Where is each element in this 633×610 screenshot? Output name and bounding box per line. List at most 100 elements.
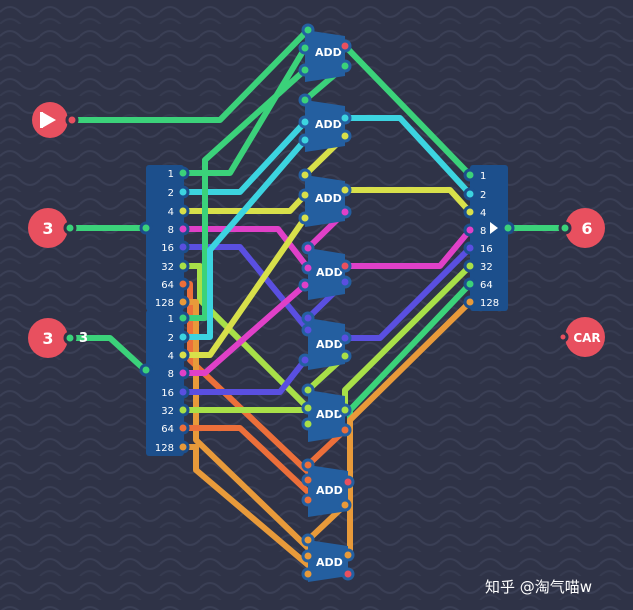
pin-a-64[interactable] bbox=[176, 277, 190, 291]
splitter-b-bit-32: 32 bbox=[161, 406, 174, 417]
adder-2[interactable]: ADD bbox=[298, 93, 352, 152]
wire-a32[interactable] bbox=[180, 263, 311, 411]
pin-c-1[interactable] bbox=[463, 168, 477, 182]
splitter-b-bit-16: 16 bbox=[161, 388, 174, 399]
input-a-value: 3 bbox=[42, 219, 53, 238]
carry-node[interactable]: CAR bbox=[557, 317, 605, 357]
adder-8[interactable]: ADD bbox=[301, 533, 355, 582]
pin-a-8[interactable] bbox=[176, 222, 190, 236]
combiner-bit-16: 16 bbox=[480, 244, 493, 255]
adder-1-label: ADD bbox=[315, 46, 342, 59]
output-value: 6 bbox=[581, 219, 592, 238]
wire-a8[interactable] bbox=[180, 226, 311, 271]
splitter-a-bit-4: 4 bbox=[168, 207, 174, 218]
wire-b16[interactable] bbox=[180, 357, 308, 395]
wire-b4[interactable] bbox=[180, 215, 308, 358]
pin-c-8[interactable] bbox=[463, 223, 477, 237]
adder-5[interactable]: ADD bbox=[298, 311, 352, 370]
pin-b-64[interactable] bbox=[176, 421, 190, 435]
combiner-bit-8: 8 bbox=[480, 226, 486, 237]
wire-b8[interactable] bbox=[180, 282, 308, 376]
wire-b64[interactable] bbox=[180, 425, 311, 495]
play-bar-icon bbox=[40, 112, 43, 128]
wire-b1[interactable] bbox=[180, 67, 308, 321]
pin-c-2[interactable] bbox=[463, 187, 477, 201]
adder-4-label: ADD bbox=[316, 266, 343, 279]
output-node[interactable]: 6 bbox=[558, 208, 605, 248]
input-node-a[interactable]: 3 bbox=[28, 208, 77, 248]
splitter-a-bit-2: 2 bbox=[168, 188, 174, 199]
adders[interactable]: ADD ADD ADD ADD bbox=[298, 23, 355, 582]
adder-3-label: ADD bbox=[315, 192, 342, 205]
pin-a-128[interactable] bbox=[176, 295, 190, 309]
splitter-b[interactable]: 1 2 4 8 16 32 64 128 bbox=[139, 310, 190, 456]
wire-s8[interactable] bbox=[342, 227, 473, 269]
play-icon bbox=[42, 112, 56, 128]
combiner-bit-4: 4 bbox=[480, 208, 486, 219]
wire-s1[interactable] bbox=[342, 43, 473, 178]
play-node[interactable] bbox=[32, 102, 79, 138]
splitter-b-bit-8: 8 bbox=[168, 369, 174, 380]
input-node-b[interactable]: 3 3 bbox=[28, 318, 88, 358]
pin-c-128[interactable] bbox=[463, 295, 477, 309]
pin-b-16[interactable] bbox=[176, 385, 190, 399]
splitter-a-bit-16: 16 bbox=[161, 243, 174, 254]
pin-b-32[interactable] bbox=[176, 403, 190, 417]
adder-2-label: ADD bbox=[315, 118, 342, 131]
adder-4[interactable]: ADD bbox=[298, 241, 352, 300]
wire-input-b[interactable] bbox=[67, 335, 148, 373]
pin-c-out[interactable] bbox=[501, 221, 515, 235]
adder-3[interactable]: ADD bbox=[298, 168, 352, 227]
adder-6[interactable]: ADD bbox=[301, 383, 352, 442]
wire-s16[interactable] bbox=[342, 245, 473, 341]
pin-b-128[interactable] bbox=[176, 440, 190, 454]
adder-8-label: ADD bbox=[316, 556, 343, 569]
pin-c-4[interactable] bbox=[463, 205, 477, 219]
combiner-bit-2: 2 bbox=[480, 190, 486, 201]
pin-a-in[interactable] bbox=[139, 221, 153, 235]
combiner-bit-32: 32 bbox=[480, 262, 493, 273]
pin-b-2[interactable] bbox=[176, 330, 190, 344]
wire-s2[interactable] bbox=[342, 115, 473, 197]
adder-7[interactable]: ADD bbox=[301, 458, 355, 517]
splitter-a[interactable]: 1 2 4 8 16 32 64 128 bbox=[139, 165, 190, 311]
wire-b2[interactable] bbox=[180, 137, 308, 340]
pin-b-1[interactable] bbox=[176, 311, 190, 325]
wire-a4[interactable] bbox=[180, 192, 308, 214]
splitter-a-bit-1: 1 bbox=[168, 169, 174, 180]
splitter-a-bit-64: 64 bbox=[161, 280, 174, 291]
pin-c-64[interactable] bbox=[463, 277, 477, 291]
splitter-b-bit-64: 64 bbox=[161, 424, 174, 435]
pin-b-4[interactable] bbox=[176, 348, 190, 362]
pin-a-1[interactable] bbox=[176, 166, 190, 180]
adder-7-label: ADD bbox=[316, 484, 343, 497]
watermark: 知乎 @淘气喵w bbox=[485, 578, 592, 596]
splitter-a-bit-8: 8 bbox=[168, 225, 174, 236]
carry-label: CAR bbox=[573, 331, 600, 345]
combiner-bit-64: 64 bbox=[480, 280, 493, 291]
pin-c-32[interactable] bbox=[463, 259, 477, 273]
splitter-b-bit-2: 2 bbox=[168, 333, 174, 344]
wire-s4[interactable] bbox=[342, 187, 473, 215]
combiner-arrow-icon bbox=[490, 222, 498, 234]
adder-1[interactable]: ADD bbox=[298, 23, 352, 82]
pin-c-16[interactable] bbox=[463, 241, 477, 255]
pin-b-in[interactable] bbox=[139, 363, 153, 377]
splitter-a-bit-32: 32 bbox=[161, 262, 174, 273]
splitter-b-bit-4: 4 bbox=[168, 351, 174, 362]
splitter-b-bit-128: 128 bbox=[155, 443, 174, 454]
wires[interactable] bbox=[67, 27, 571, 568]
pin-a-16[interactable] bbox=[176, 240, 190, 254]
input-b-wire-label: 3 bbox=[79, 331, 88, 346]
combiner-bit-128: 128 bbox=[480, 298, 499, 309]
pin-a-2[interactable] bbox=[176, 185, 190, 199]
adder-5-label: ADD bbox=[316, 338, 343, 351]
combiner[interactable]: 1 2 4 8 16 32 64 128 bbox=[463, 165, 515, 311]
pin-b-8[interactable] bbox=[176, 366, 190, 380]
wire-play[interactable] bbox=[71, 27, 311, 123]
wire-s128[interactable] bbox=[347, 299, 473, 558]
pin-a-32[interactable] bbox=[176, 259, 190, 273]
pin-a-4[interactable] bbox=[176, 204, 190, 218]
adder-6-label: ADD bbox=[316, 408, 343, 421]
